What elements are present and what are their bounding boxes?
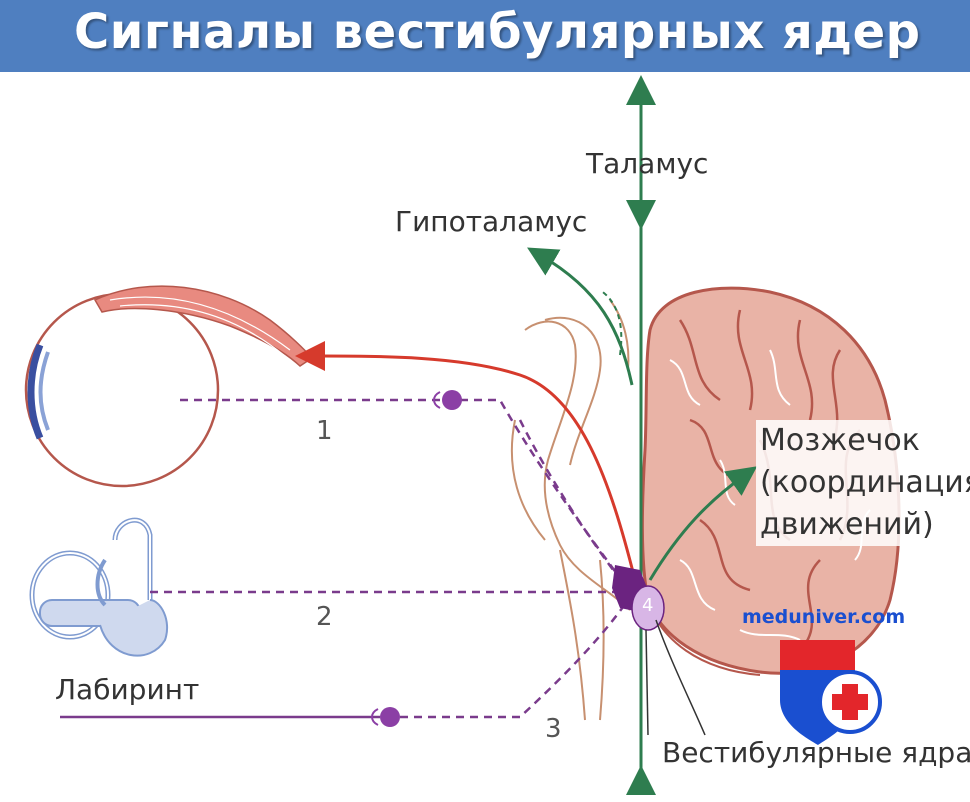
labyrinth-illustration	[29, 517, 169, 657]
green-hypothalamus-pathway	[527, 247, 634, 386]
meduniver-logo	[780, 640, 882, 745]
green-cerebellum-pathway	[648, 466, 758, 581]
cerebellum-label: Мозжечок (координация движений)	[756, 420, 970, 546]
brainstem-illustration	[510, 299, 631, 721]
dashed-afferent-pathways	[150, 398, 630, 719]
pathway-number-3: 3	[545, 714, 562, 744]
vestibular-nucleus	[612, 565, 665, 631]
vestibular-nuclei-label: Вестибулярные ядра	[662, 736, 970, 769]
ganglion-neuron-1	[433, 390, 462, 410]
title-banner: Сигналы вестибулярных ядер	[0, 0, 970, 72]
pathway-number-2: 2	[316, 602, 333, 632]
pathway-number-4: 4	[642, 595, 654, 616]
cerebellum-label-line1: Мозжечок	[760, 423, 920, 458]
labyrinth-label: Лабиринт	[55, 673, 200, 706]
thalamus-label: Таламус	[586, 147, 709, 180]
hypothalamus-label: Гипоталамус	[395, 205, 588, 238]
pathway-number-1: 1	[316, 416, 333, 446]
cerebellum-label-line2: (координация	[760, 465, 970, 500]
watermark-text: meduniver.com	[742, 606, 906, 628]
page-title: Сигналы вестибулярных ядер	[74, 4, 921, 60]
cerebellum-label-line3: движений)	[760, 507, 934, 542]
red-motor-pathway	[295, 340, 637, 581]
eye-illustration	[24, 285, 314, 488]
ganglion-neuron-3	[371, 707, 400, 727]
